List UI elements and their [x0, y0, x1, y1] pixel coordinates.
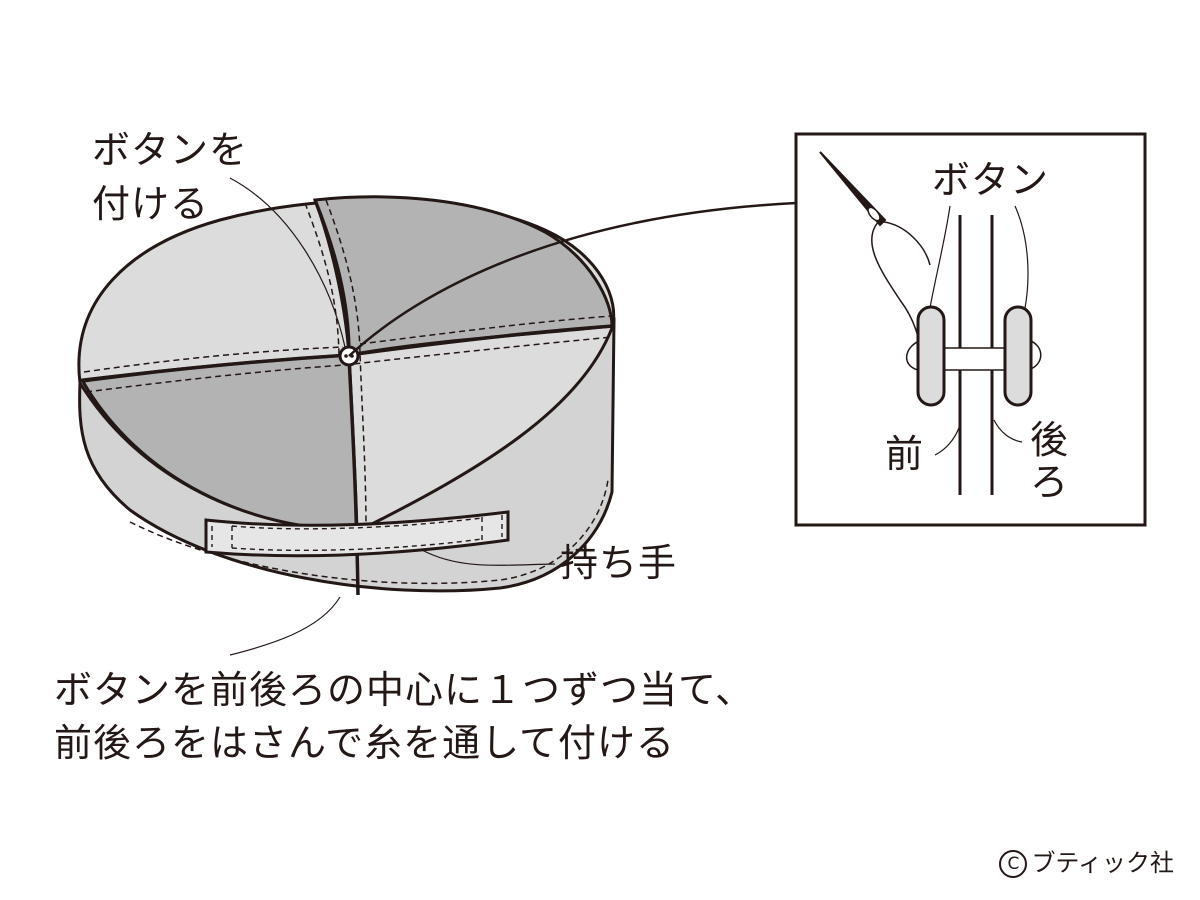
button-hole — [344, 354, 348, 358]
label-detail-back-line2: ろ — [1030, 460, 1070, 504]
leader-line-button — [229, 177, 346, 348]
leader-button-front — [929, 205, 951, 309]
stitch-line — [129, 479, 609, 585]
leader-back — [993, 419, 1023, 443]
leader-button-back — [1014, 205, 1029, 309]
button-back-icon — [1003, 305, 1033, 407]
label-handle: 持ち手 — [560, 541, 678, 585]
label-button-attach-line1: ボタンを — [92, 128, 249, 172]
thread — [883, 221, 931, 266]
leader-line-instruction — [229, 596, 341, 656]
label-detail-front: 前 — [885, 432, 925, 476]
leader-front — [934, 424, 961, 456]
copyright-icon: C — [999, 850, 1028, 878]
label-instruction-line2: 前後ろをはさんで糸を通して付ける — [54, 721, 675, 765]
leader-line-handle — [421, 549, 556, 566]
stitch-line — [83, 315, 613, 373]
needle-icon — [819, 151, 887, 227]
label-detail-button: ボタン — [932, 158, 1050, 202]
copyright-text: ブティック社 — [1031, 849, 1174, 877]
label-detail-back-line1: 後 — [1030, 418, 1070, 462]
leader-line-detail — [348, 201, 797, 357]
label-button-attach-line2: 付ける — [92, 182, 210, 226]
handle-stitch — [211, 515, 503, 552]
button-front-icon — [916, 305, 946, 407]
stitch-line — [325, 199, 367, 529]
label-instruction-line1: ボタンを前後ろの中心に１つずつ当て、 — [54, 668, 755, 712]
thread-shank — [943, 347, 1007, 371]
detail-box — [794, 132, 1147, 527]
